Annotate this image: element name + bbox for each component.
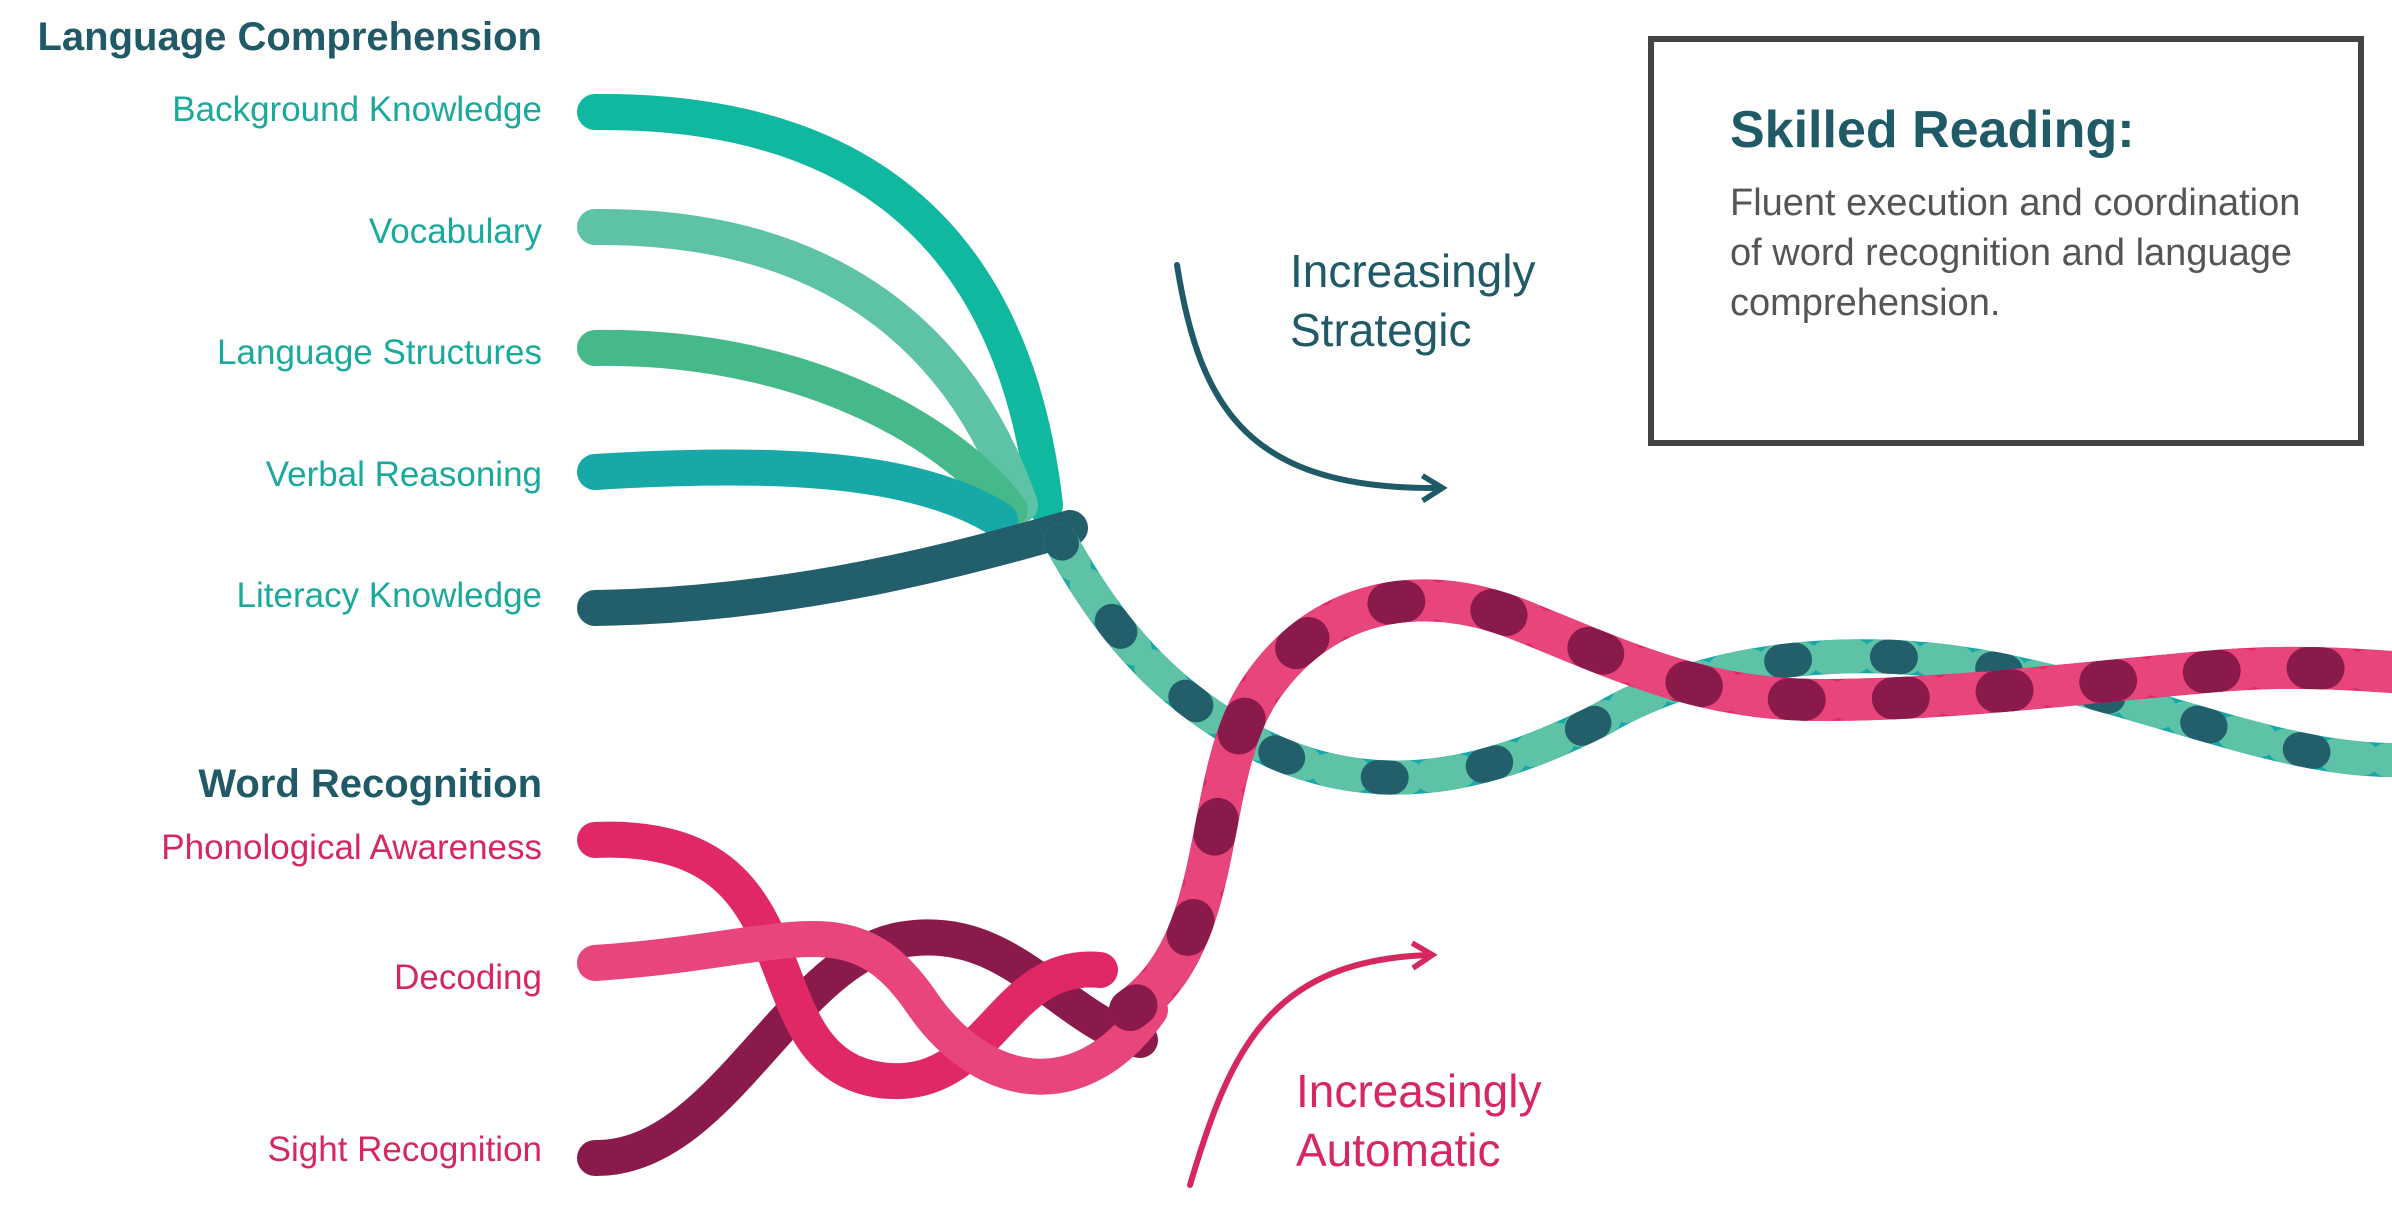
- label-verbal-reasoning: Verbal Reasoning: [265, 455, 542, 494]
- automatic-line1: Increasingly: [1296, 1065, 1542, 1117]
- label-phonological-awareness: Phonological Awareness: [161, 828, 542, 867]
- language-comprehension-heading: Language Comprehension: [37, 15, 543, 59]
- increasingly-automatic-label: Increasingly Automatic: [1296, 1062, 1541, 1180]
- strategic-line2: Strategic: [1290, 303, 1472, 356]
- skilled-reading-box: Skilled Reading: Fluent execution and co…: [1648, 36, 2364, 446]
- skilled-reading-title: Skilled Reading:: [1730, 101, 2135, 159]
- automatic-arrow: [1187, 940, 1438, 1188]
- lc-braid-overlay-dark: [1043, 523, 2392, 795]
- strategic-arrow: [1174, 262, 1448, 503]
- wr-braid-overlay-dark: [1109, 579, 2392, 1031]
- strand-verbal-reasoning: [577, 449, 1018, 538]
- increasingly-strategic-label: Increasingly Strategic: [1290, 242, 1535, 360]
- label-vocabulary: Vocabulary: [368, 212, 542, 251]
- word-recognition-heading: Word Recognition: [198, 762, 542, 806]
- strand-language-structures: [577, 329, 1028, 528]
- strategic-line1: Increasingly: [1290, 245, 1536, 297]
- strand-phonological-awareness: [577, 821, 1118, 1100]
- strand-decoding: [577, 921, 1168, 1095]
- strand-background-knowledge: [577, 93, 1063, 523]
- strand-literacy-knowledge: [577, 510, 1088, 626]
- label-language-structures: Language Structures: [217, 333, 542, 372]
- label-literacy-knowledge: Literacy Knowledge: [236, 576, 542, 615]
- label-background-knowledge: Background Knowledge: [172, 90, 542, 129]
- label-decoding: Decoding: [394, 958, 542, 997]
- skilled-reading-body: Fluent execution and coordination of wor…: [1730, 182, 2301, 325]
- automatic-line2: Automatic: [1296, 1123, 1501, 1176]
- label-sight-recognition: Sight Recognition: [267, 1130, 542, 1169]
- strand-vocabulary: [577, 208, 1038, 523]
